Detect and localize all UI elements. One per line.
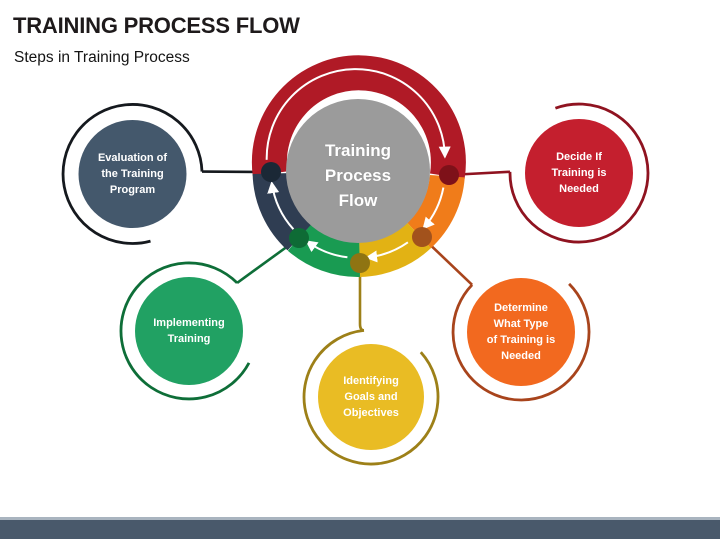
circle-implementing — [135, 277, 243, 385]
label-line: Implementing — [153, 317, 225, 329]
hub-dot-red — [439, 165, 459, 185]
circle-determine — [467, 278, 575, 386]
arc-decide — [508, 102, 650, 244]
label-line: Training is — [551, 167, 607, 179]
label-identifying: Identifying Goals and Objectives — [311, 373, 431, 421]
flow-arrow-green — [305, 240, 348, 259]
hub-dot-orange — [412, 227, 432, 247]
flow-arrows — [265, 68, 451, 263]
label-line: Training — [167, 333, 211, 345]
arc-evaluation — [61, 103, 204, 245]
hub-node-dots — [261, 162, 459, 273]
hub-dot-green — [289, 228, 309, 248]
satellite-circles — [78, 119, 633, 450]
page-title: TRAINING PROCESS FLOW — [13, 13, 300, 38]
hub-dot-navy — [261, 162, 281, 182]
circle-identifying — [318, 344, 424, 450]
label-line: Goals and — [344, 391, 398, 403]
hub-label-line: Process — [324, 166, 392, 185]
label-line: of Training is — [486, 334, 556, 346]
label-decide: Decide If Training is Needed — [519, 149, 639, 197]
circle-evaluation — [78, 120, 187, 228]
footer-bar-highlight — [0, 517, 720, 520]
arc-determine — [451, 282, 591, 402]
label-line: Needed — [501, 350, 541, 362]
page-subtitle: Steps in Training Process — [14, 49, 190, 66]
label-line: Program — [109, 184, 156, 196]
label-line: Objectives — [343, 407, 399, 419]
arc-identifying — [302, 329, 440, 466]
hub-label-line: Flow — [338, 191, 378, 210]
label-line: What Type — [493, 318, 549, 330]
flow-arrow-yellow — [365, 241, 409, 263]
flow-arrow-navy — [267, 181, 295, 230]
label-evaluation: Evaluation of the Training Program — [72, 150, 193, 198]
label-line: Evaluation of — [97, 152, 168, 164]
flow-arrow-red — [265, 68, 451, 160]
hub-label: Training Process Flow — [288, 138, 428, 213]
hub-label-line: Training — [324, 141, 392, 160]
footer-bar — [0, 520, 720, 539]
label-implementing: Implementing Training — [129, 315, 249, 347]
circle-decide — [525, 119, 633, 227]
hub-segment-red — [251, 55, 466, 179]
label-determine: Determine What Type of Training is Neede… — [461, 300, 581, 364]
hub-dot-yellow — [350, 253, 370, 273]
label-line: Needed — [559, 183, 599, 195]
label-line: Determine — [494, 302, 548, 314]
flow-arrow-orange — [422, 187, 445, 230]
arc-implementing — [119, 261, 251, 401]
hub-center-circle — [286, 99, 430, 243]
label-line: the Training — [101, 168, 164, 180]
label-line: Decide If — [556, 151, 602, 163]
label-line: Identifying — [343, 375, 399, 387]
satellite-arcs — [61, 102, 650, 466]
